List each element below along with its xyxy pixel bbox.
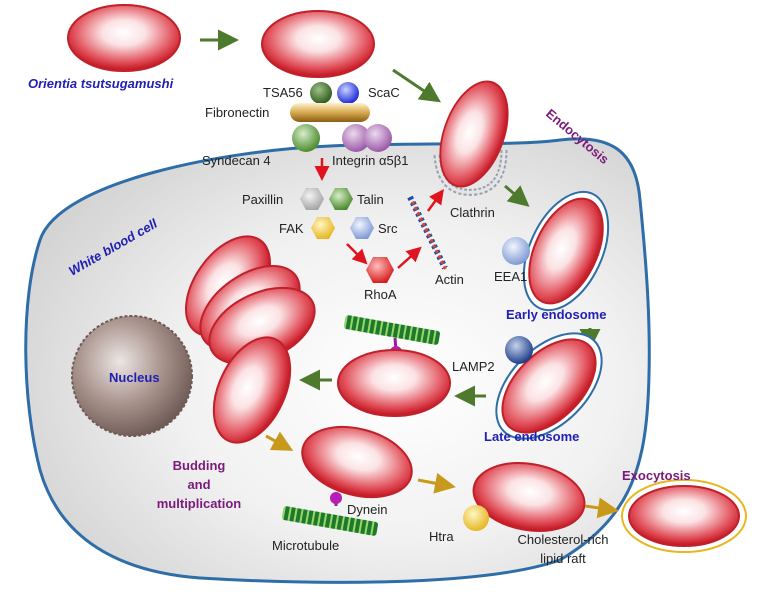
- arrow-budding-out: [265, 431, 294, 451]
- rhoa-hexagon: [366, 257, 394, 283]
- arrow-rhoa-to-actin: [397, 246, 422, 269]
- label-actin: Actin: [435, 272, 464, 287]
- lamp2-protein: [505, 336, 533, 364]
- label-htra: Htra: [429, 529, 454, 544]
- label-scac: ScaC: [368, 85, 400, 100]
- label-talin: Talin: [357, 192, 384, 207]
- label-lamp2: LAMP2: [452, 359, 495, 374]
- talin-hexagon: [329, 188, 353, 210]
- label-rhoa: RhoA: [364, 287, 397, 302]
- bacterium-cytosolic: [337, 349, 451, 417]
- early-endosome: [522, 190, 610, 312]
- tsa56-protein: [310, 82, 332, 104]
- fak-hexagon: [311, 217, 335, 239]
- label-tsa56: TSA56: [263, 85, 303, 100]
- label-raft-1: Cholesterol-rich: [517, 532, 608, 547]
- label-clathrin: Clathrin: [450, 205, 495, 220]
- integrin-receptor: [342, 124, 392, 152]
- label-fibronectin: Fibronectin: [205, 105, 269, 120]
- label-fak: FAK: [279, 221, 304, 236]
- label-paxillin: Paxillin: [242, 192, 283, 207]
- clathrin-coat: [433, 149, 508, 196]
- nucleus: [71, 315, 193, 437]
- label-eea1: EEA1: [494, 269, 527, 284]
- fibronectin-protein: [290, 103, 370, 122]
- arrow-fak-src-to-rhoa: [346, 243, 368, 265]
- label-orientia: Orientia tsutsugamushi: [28, 76, 174, 91]
- label-nucleus: Nucleus: [109, 370, 160, 385]
- arrow-actin-to-clathrin: [426, 188, 444, 212]
- label-exocytosis: Exocytosis: [622, 468, 691, 483]
- src-hexagon: [350, 217, 374, 239]
- label-late-endosome: Late endosome: [484, 429, 579, 444]
- scac-protein: [337, 82, 359, 104]
- label-microtubule: Microtubule: [272, 538, 339, 553]
- label-early-endosome: Early endosome: [506, 307, 606, 322]
- label-syndecan: Syndecan 4: [202, 153, 271, 168]
- label-src: Src: [378, 221, 398, 236]
- dynein-motor-lower: [330, 492, 342, 504]
- label-raft-2: lipid raft: [540, 551, 586, 566]
- bacterium-adhering: [261, 10, 375, 78]
- arrow-to-early-endosome: [504, 184, 530, 207]
- bacterium-released: [621, 479, 747, 553]
- syndecan4-receptor: [292, 124, 320, 152]
- microtubule-lower: [281, 506, 379, 536]
- microtubule-upper: [343, 315, 441, 345]
- label-budding-1: Budding: [173, 458, 226, 473]
- arrow-exocytosis: [584, 497, 619, 519]
- label-budding-3: multiplication: [157, 496, 242, 511]
- htra-protein: [463, 505, 489, 531]
- paxillin-hexagon: [300, 188, 324, 210]
- label-dynein: Dynein: [347, 502, 387, 517]
- label-budding-2: and: [187, 477, 210, 492]
- eea1-protein: [502, 237, 530, 265]
- arrow-to-raft: [417, 472, 456, 494]
- bacterium-free: [67, 4, 181, 72]
- label-integrin: Integrin α5β1: [332, 153, 408, 168]
- actin-filament: [407, 195, 448, 271]
- arrow-to-endocytosis: [392, 68, 441, 103]
